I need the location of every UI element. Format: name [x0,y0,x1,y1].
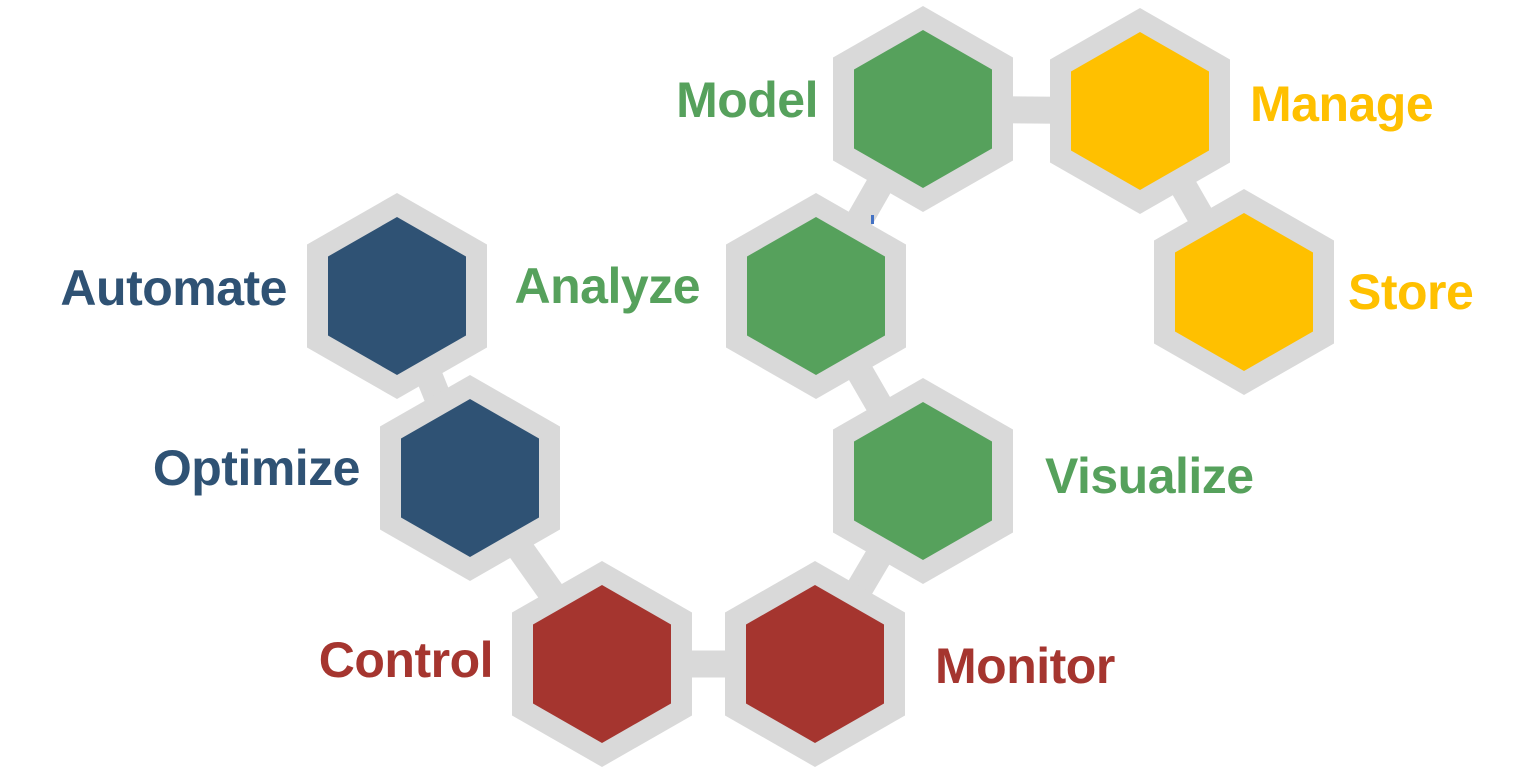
hex-model [833,6,1013,212]
hex-visualize [833,378,1013,584]
label-monitor: Monitor [935,638,1115,694]
hex-store-fill [1175,213,1313,371]
hex-analyze-fill [747,217,885,375]
hex-visualize-fill [854,402,992,560]
stray-cursor-artifact [871,215,874,224]
label-visualize: Visualize [1045,448,1254,504]
hex-automate-fill [328,217,466,375]
hex-manage-fill [1071,32,1209,190]
hex-automate [307,193,487,399]
label-store: Store [1348,264,1474,320]
hex-monitor [725,561,905,767]
hex-store [1154,189,1334,395]
hex-optimize [380,375,560,581]
label-analyze: Analyze [514,258,701,314]
hex-control-fill [533,585,671,743]
hex-analyze [726,193,906,399]
hex-model-fill [854,30,992,188]
hex-monitor-fill [746,585,884,743]
label-manage: Manage [1250,76,1434,132]
label-control: Control [318,632,494,688]
hex-optimize-fill [401,399,539,557]
hex-control [512,561,692,767]
label-automate: Automate [60,260,287,316]
label-optimize: Optimize [152,440,361,496]
label-model: Model [676,72,818,128]
hex-manage [1050,8,1230,214]
